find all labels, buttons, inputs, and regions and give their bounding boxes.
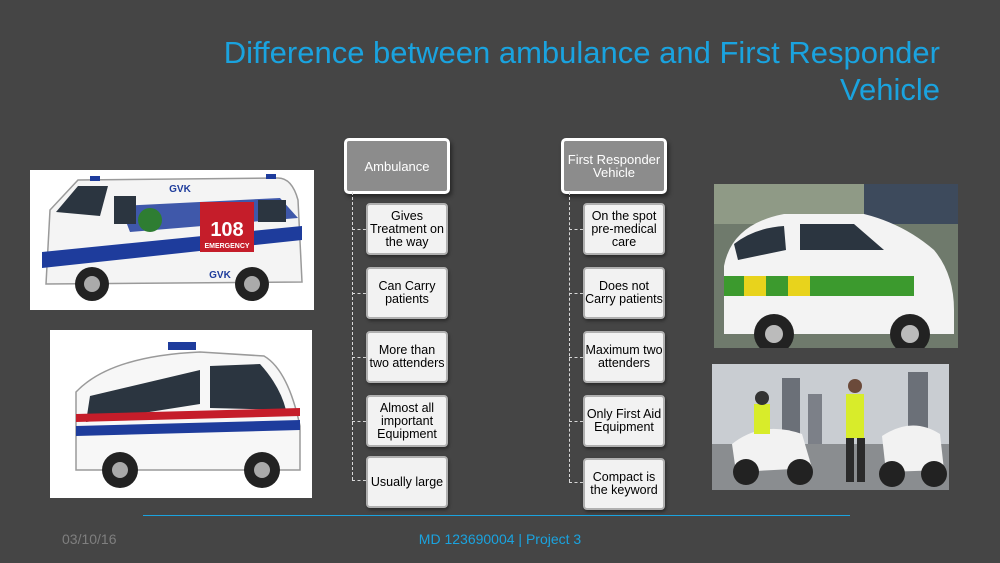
ambulance-item: Almost all important Equipment bbox=[366, 395, 448, 447]
svg-text:GVK: GVK bbox=[169, 184, 191, 195]
footer-text: MD 123690004 | Project 3 bbox=[418, 531, 582, 547]
footer-divider bbox=[143, 515, 850, 516]
first-responder-item: Does not Carry patients bbox=[583, 267, 665, 319]
first-responder-item: On the spot pre-medical care bbox=[583, 203, 665, 255]
first-responder-connector bbox=[569, 192, 570, 482]
first-responder-item: Maximum two attenders bbox=[583, 331, 665, 383]
footer-date: 03/10/16 bbox=[62, 531, 117, 547]
svg-text:108: 108 bbox=[210, 219, 243, 241]
first-responder-motorbikes-photo bbox=[712, 364, 949, 490]
first-responder-heading: First Responder Vehicle bbox=[561, 138, 667, 194]
ambulance-minivan-photo bbox=[50, 330, 312, 498]
first-responder-item: Compact is the keyword bbox=[583, 458, 665, 510]
svg-text:EMERGENCY: EMERGENCY bbox=[204, 243, 249, 250]
ambulance-item: Can Carry patients bbox=[366, 267, 448, 319]
ambulance-heading: Ambulance bbox=[344, 138, 450, 194]
slide-title: Difference between ambulance and First R… bbox=[223, 35, 940, 107]
ambulance-item: More than two attenders bbox=[366, 331, 448, 383]
ambulance-item: Gives Treatment on the way bbox=[366, 203, 448, 255]
ambulance-van-photo: 108 EMERGENCY GVK GVK bbox=[30, 170, 314, 310]
first-responder-item: Only First Aid Equipment bbox=[583, 395, 665, 447]
first-responder-car-photo bbox=[714, 184, 958, 348]
ambulance-connector bbox=[352, 192, 353, 480]
ambulance-item: Usually large bbox=[366, 456, 448, 508]
svg-text:GVK: GVK bbox=[209, 270, 231, 281]
